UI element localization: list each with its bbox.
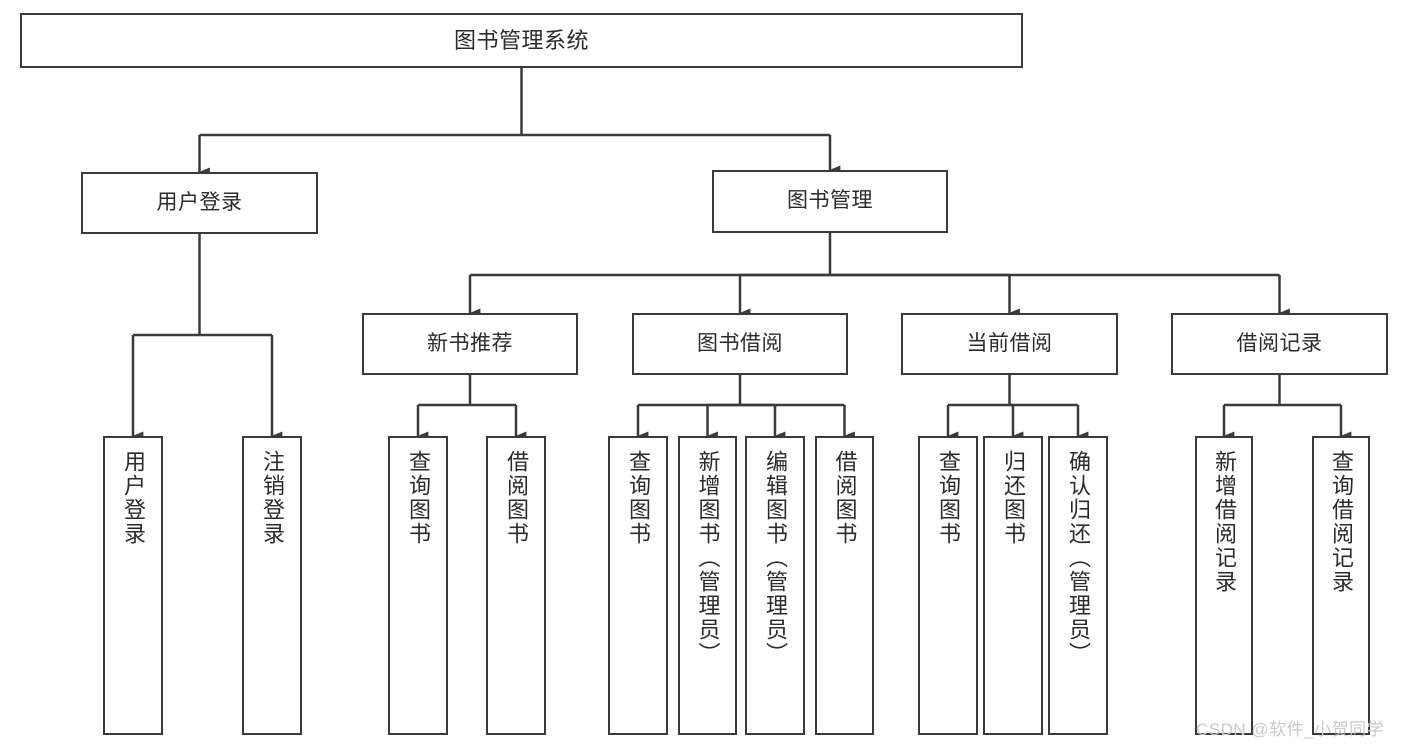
edge-l2_3-to-l3_11 [1222, 403, 1280, 441]
node-l3_7[interactable]: 借阅图书 [815, 436, 874, 735]
node-label: 查询图书 [626, 450, 651, 546]
node-label: 图书管理系统 [453, 27, 589, 53]
node-label: 当前借阅 [966, 331, 1053, 355]
node-label: 用户登录 [156, 190, 243, 214]
node-label: 查询图书 [406, 450, 431, 546]
node-root[interactable]: 图书管理系统 [20, 13, 1023, 68]
node-label: 确认归还（管理员） [1066, 450, 1091, 666]
node-label: 借阅记录 [1236, 331, 1323, 355]
edge-l2_1-to-l3_4 [636, 403, 740, 441]
edge-l2_0-to-l3_3 [470, 403, 527, 441]
node-l1_1[interactable]: 图书管理 [712, 170, 948, 233]
node-l2_1[interactable]: 图书借阅 [632, 313, 848, 375]
edge-l2_2-to-l3_8 [946, 403, 1010, 441]
edge-l2_1-to-l3_5 [706, 403, 740, 441]
edge-l2_0-to-l3_2 [416, 403, 470, 441]
edge-l1_0-to-l3_0 [131, 333, 200, 441]
node-l3_0[interactable]: 用户登录 [103, 436, 163, 735]
edge-l1_1-to-l2_2 [830, 273, 1020, 318]
node-l2_0[interactable]: 新书推荐 [362, 313, 578, 375]
node-l3_6[interactable]: 编辑图书（管理员） [745, 436, 805, 735]
node-label: 查询图书 [936, 450, 961, 546]
edge-l1_1-to-l2_1 [738, 273, 830, 318]
node-l3_9[interactable]: 归还图书 [983, 436, 1043, 735]
node-l3_2[interactable]: 查询图书 [388, 436, 448, 735]
edge-l2_3-to-l3_12 [1279, 403, 1352, 441]
node-label: 注销登录 [260, 450, 285, 546]
edge-l1_0-to-l3_1 [199, 333, 283, 441]
node-label: 新增借阅记录 [1212, 450, 1237, 594]
node-label: 新书推荐 [427, 331, 513, 355]
node-l3_1[interactable]: 注销登录 [242, 436, 302, 735]
node-label: 图书管理 [787, 189, 873, 213]
node-label: 归还图书 [1001, 450, 1026, 546]
node-label: 图书借阅 [697, 331, 783, 355]
node-label: 借阅图书 [504, 450, 529, 546]
node-l1_0[interactable]: 用户登录 [81, 172, 318, 234]
node-label: 用户登录 [121, 450, 146, 546]
edge-l2_2-to-l3_10 [1009, 403, 1089, 441]
node-l2_2[interactable]: 当前借阅 [901, 313, 1118, 375]
node-l3_12[interactable]: 查询借阅记录 [1312, 436, 1370, 735]
node-label: 借阅图书 [832, 450, 858, 546]
node-l2_3[interactable]: 借阅记录 [1171, 313, 1388, 375]
node-label: 编辑图书（管理员） [763, 450, 788, 666]
node-l3_4[interactable]: 查询图书 [608, 436, 668, 735]
node-l3_10[interactable]: 确认归还（管理员） [1048, 436, 1108, 735]
node-label: 查询借阅记录 [1329, 450, 1354, 594]
edge-layer [131, 68, 1352, 441]
node-l3_5[interactable]: 新增图书（管理员） [678, 436, 737, 735]
edge-root-to-l1_0 [198, 133, 522, 177]
node-l3_3[interactable]: 借阅图书 [486, 436, 546, 735]
node-label: 新增图书（管理员） [695, 450, 721, 666]
edge-l2_1-to-l3_7 [740, 403, 855, 441]
edge-root-to-l1_1 [521, 133, 841, 175]
edge-l1_1-to-l2_3 [830, 273, 1290, 318]
node-l3_11[interactable]: 新增借阅记录 [1195, 436, 1253, 735]
watermark-label: CSDN @软件_小贺同学 [1196, 720, 1385, 739]
edge-l2_2-to-l3_9 [1009, 403, 1024, 441]
edge-l1_1-to-l2_0 [468, 273, 830, 318]
edge-l2_1-to-l3_6 [740, 403, 786, 441]
node-l3_8[interactable]: 查询图书 [918, 436, 978, 735]
